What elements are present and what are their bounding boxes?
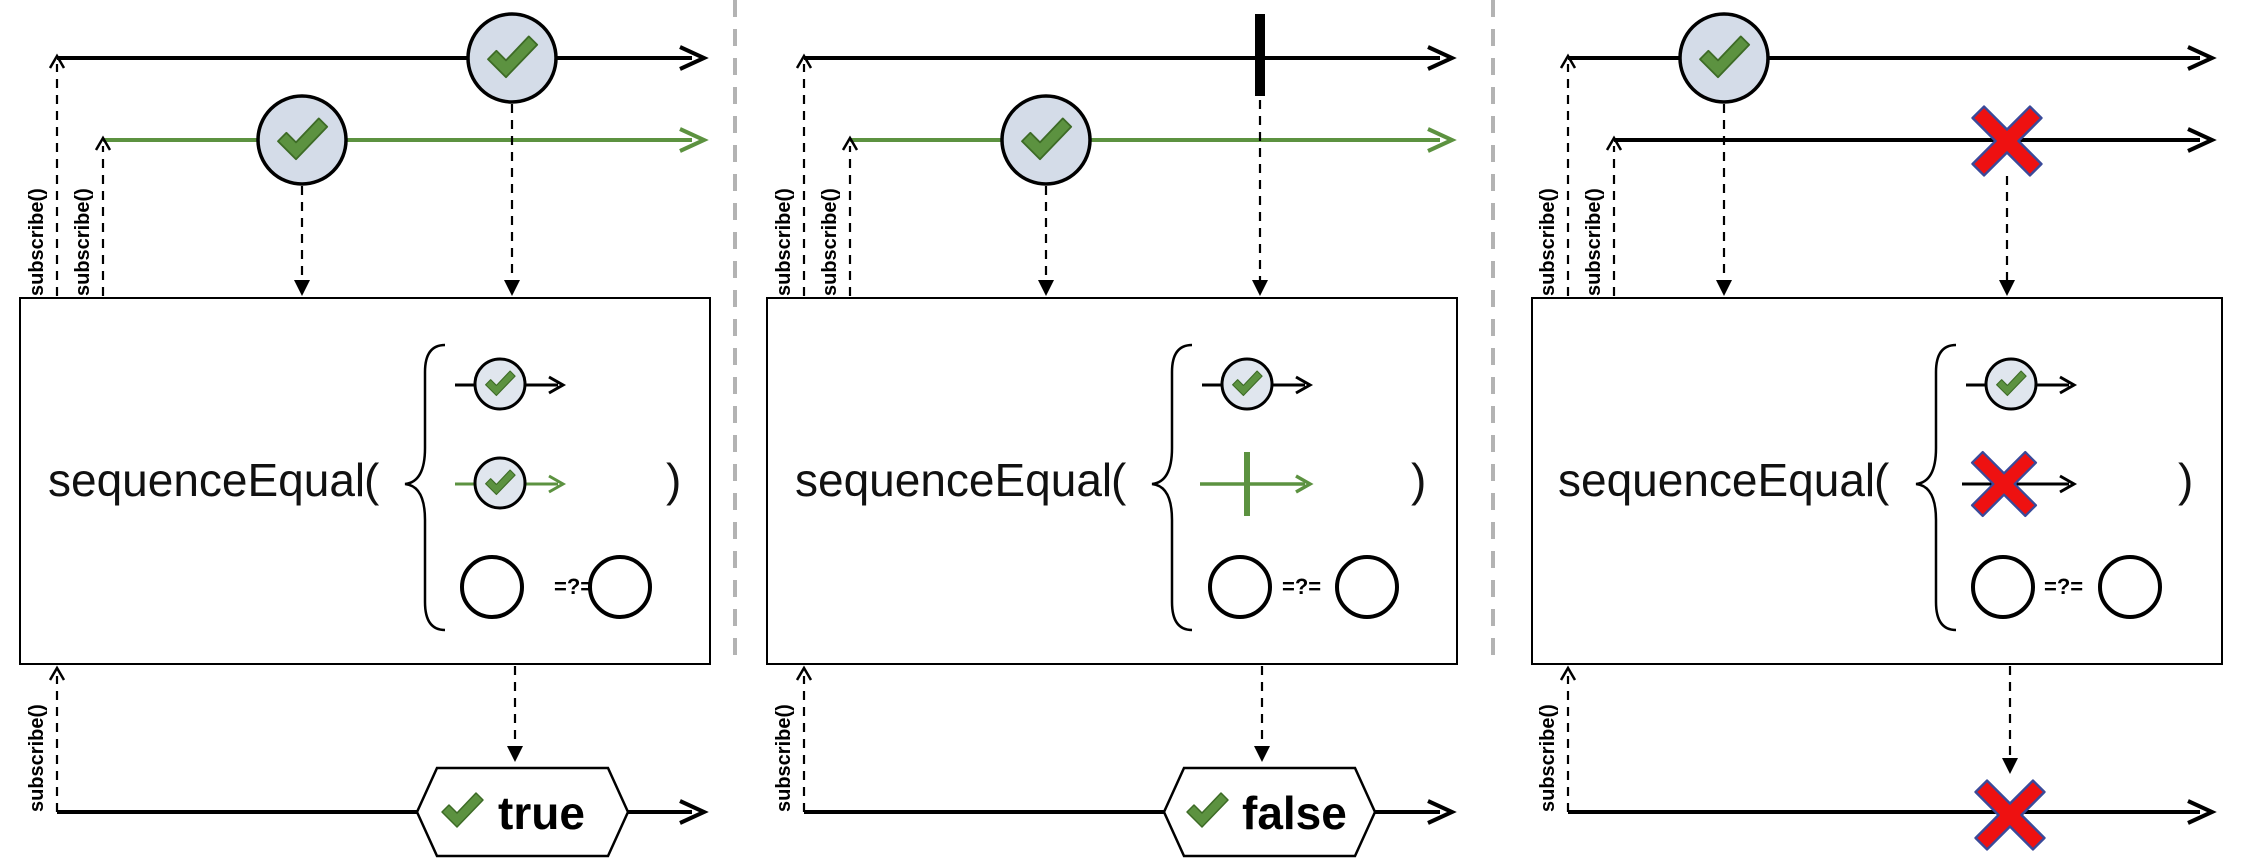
arrowhead: [1716, 280, 1732, 296]
compare-symbol: =?=: [2044, 574, 2083, 599]
result-label: false: [1242, 787, 1347, 839]
mini-stream-check-green: [455, 456, 567, 510]
compare-circle-left: [460, 555, 524, 619]
arrowhead: [1999, 280, 2015, 296]
arrowhead: [2002, 758, 2018, 774]
timeline-arrowhead: [679, 127, 709, 153]
mini-stream-check: [1966, 357, 2078, 411]
close-paren: ): [1411, 454, 1426, 506]
timeline-arrowhead: [2187, 127, 2217, 153]
operator-name: sequenceEqual: [48, 454, 365, 506]
result-token-true: true: [415, 766, 630, 858]
arrowhead: [841, 135, 859, 151]
brace: [1151, 343, 1193, 632]
close-paren: ): [2178, 454, 2193, 506]
arrowhead: [1038, 280, 1054, 296]
arrowhead: [1559, 53, 1577, 69]
mini-stream-check: [1202, 357, 1314, 411]
arrowhead: [1559, 665, 1577, 681]
arrowhead: [94, 135, 112, 151]
result-token-false: false: [1162, 766, 1377, 858]
subscribe-label: subscribe(): [773, 704, 795, 812]
panel-equal: subscribe() subscribe() sequenceEqual ( …: [19, 12, 711, 858]
subscribe-label: subscribe(): [26, 704, 48, 812]
compare-circle-right: [1335, 555, 1399, 619]
subscribe-label: subscribe(): [1537, 188, 1559, 296]
operator-name: sequenceEqual: [795, 454, 1112, 506]
timeline-arrowhead: [1427, 45, 1457, 71]
compare-symbol: =?=: [1282, 574, 1321, 599]
emission-check-token: [256, 94, 348, 186]
arrowhead: [294, 280, 310, 296]
arrowhead: [1252, 280, 1268, 296]
timeline-arrowhead: [2187, 45, 2217, 71]
subscribe-label: subscribe(): [819, 188, 841, 296]
result-error-x-icon: [1974, 779, 2046, 851]
arrowhead: [507, 746, 523, 762]
arrowhead: [795, 665, 813, 681]
compare-circle-right: [588, 555, 652, 619]
arrowhead: [48, 53, 66, 69]
arrowhead: [48, 665, 66, 681]
panel-error: subscribe() subscribe() sequenceEqual ( …: [1531, 12, 2223, 851]
arrowhead: [1254, 746, 1270, 762]
timeline-arrowhead: [679, 799, 709, 825]
mini-stream-check: [455, 357, 567, 411]
close-paren: ): [666, 454, 681, 506]
arrowhead: [795, 53, 813, 69]
brace: [404, 343, 446, 632]
emission-check-token: [1000, 94, 1092, 186]
subscribe-label: subscribe(): [1583, 188, 1605, 296]
operator-name: sequenceEqual: [1558, 454, 1875, 506]
timeline-arrowhead: [679, 45, 709, 71]
arrowhead: [504, 280, 520, 296]
arrowhead: [1605, 135, 1623, 151]
emission-check-token: [1678, 12, 1770, 104]
subscribe-label: subscribe(): [72, 188, 94, 296]
mini-stream-error: [1962, 450, 2078, 518]
mini-stream-complete-green: [1200, 452, 1314, 516]
compare-symbol: =?=: [554, 574, 593, 599]
subscribe-label: subscribe(): [26, 188, 48, 296]
emission-check-token: [466, 12, 558, 104]
panel-completed-early: subscribe() subscribe() sequenceEqual ( …: [766, 14, 1458, 858]
open-paren: (: [1874, 454, 1890, 506]
open-paren: (: [364, 454, 380, 506]
timeline-arrowhead: [2187, 799, 2217, 825]
timeline-arrowhead: [1427, 127, 1457, 153]
open-paren: (: [1111, 454, 1127, 506]
compare-circle-right: [2098, 555, 2162, 619]
compare-circle-left: [1208, 555, 1272, 619]
compare-circle-left: [1971, 555, 2035, 619]
subscribe-label: subscribe(): [1537, 704, 1559, 812]
timeline-arrowhead: [1427, 799, 1457, 825]
result-label: true: [498, 787, 585, 839]
brace: [1915, 343, 1957, 632]
subscribe-label: subscribe(): [773, 188, 795, 296]
